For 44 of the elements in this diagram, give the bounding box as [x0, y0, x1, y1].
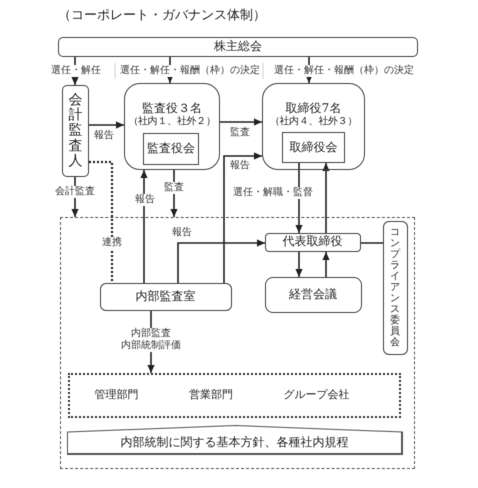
edge-label: 報告	[93, 130, 115, 142]
auditor-box: 会計監査人	[62, 85, 89, 177]
connector-line	[361, 242, 383, 244]
edge-label: 選任・解任・報酬（枠）の決定	[119, 65, 261, 77]
arrow	[140, 170, 148, 283]
edge-label: 選任・解任	[50, 65, 102, 77]
process-box: 代表取締役	[264, 232, 360, 252]
department-label: 管理部門	[94, 388, 138, 402]
dotted-connector	[89, 160, 114, 283]
policy-banner: 内部統制に関する基本方針、各種社内規程	[66, 424, 402, 454]
edge-label: 内部監査内部統制評価	[120, 328, 182, 352]
heading-text: 監査役３名	[142, 101, 202, 116]
arrow	[223, 152, 262, 283]
member-count-text: （社内１、社外２）	[128, 116, 216, 128]
edge-label: 会計監査	[54, 186, 96, 198]
vertical-box: コンプライアンス委員会	[382, 220, 408, 354]
rounded-panel	[262, 83, 365, 170]
edge-label: 報告	[134, 194, 156, 206]
meeting-box: 株主総会	[58, 37, 418, 57]
department-label: 営業部門	[189, 388, 233, 402]
arrow	[170, 170, 178, 217]
heading-text: 取締役7名	[286, 101, 342, 116]
edge-label: 報告	[171, 227, 193, 239]
arrow	[322, 163, 330, 233]
member-count-text: （社内４、社外３）	[270, 116, 358, 128]
process-box: 内部監査室	[100, 282, 232, 310]
edge-label: 選任・解任・報酬（枠）の決定	[273, 65, 415, 77]
board-box: 取締役会	[282, 132, 345, 163]
edge-label: 選任・解職・監督	[232, 187, 314, 199]
dotted-group-box	[68, 372, 400, 418]
arrow	[89, 121, 124, 129]
edge-label: 連携	[101, 237, 123, 249]
edge-label: 監査	[229, 127, 251, 139]
arrow	[295, 252, 303, 277]
arrow	[220, 118, 262, 126]
rounded-box: 経営会議	[264, 276, 362, 312]
diagram-title: （コーポレート・ガバナンス体制）	[58, 7, 266, 24]
edge-label: 監査	[163, 182, 185, 194]
edge-label: 報告	[229, 160, 251, 172]
rounded-panel	[124, 83, 220, 170]
board-box: 監査役会	[143, 133, 199, 165]
arrow	[322, 252, 330, 277]
arrow	[177, 239, 265, 283]
department-label: グループ会社	[284, 388, 350, 402]
